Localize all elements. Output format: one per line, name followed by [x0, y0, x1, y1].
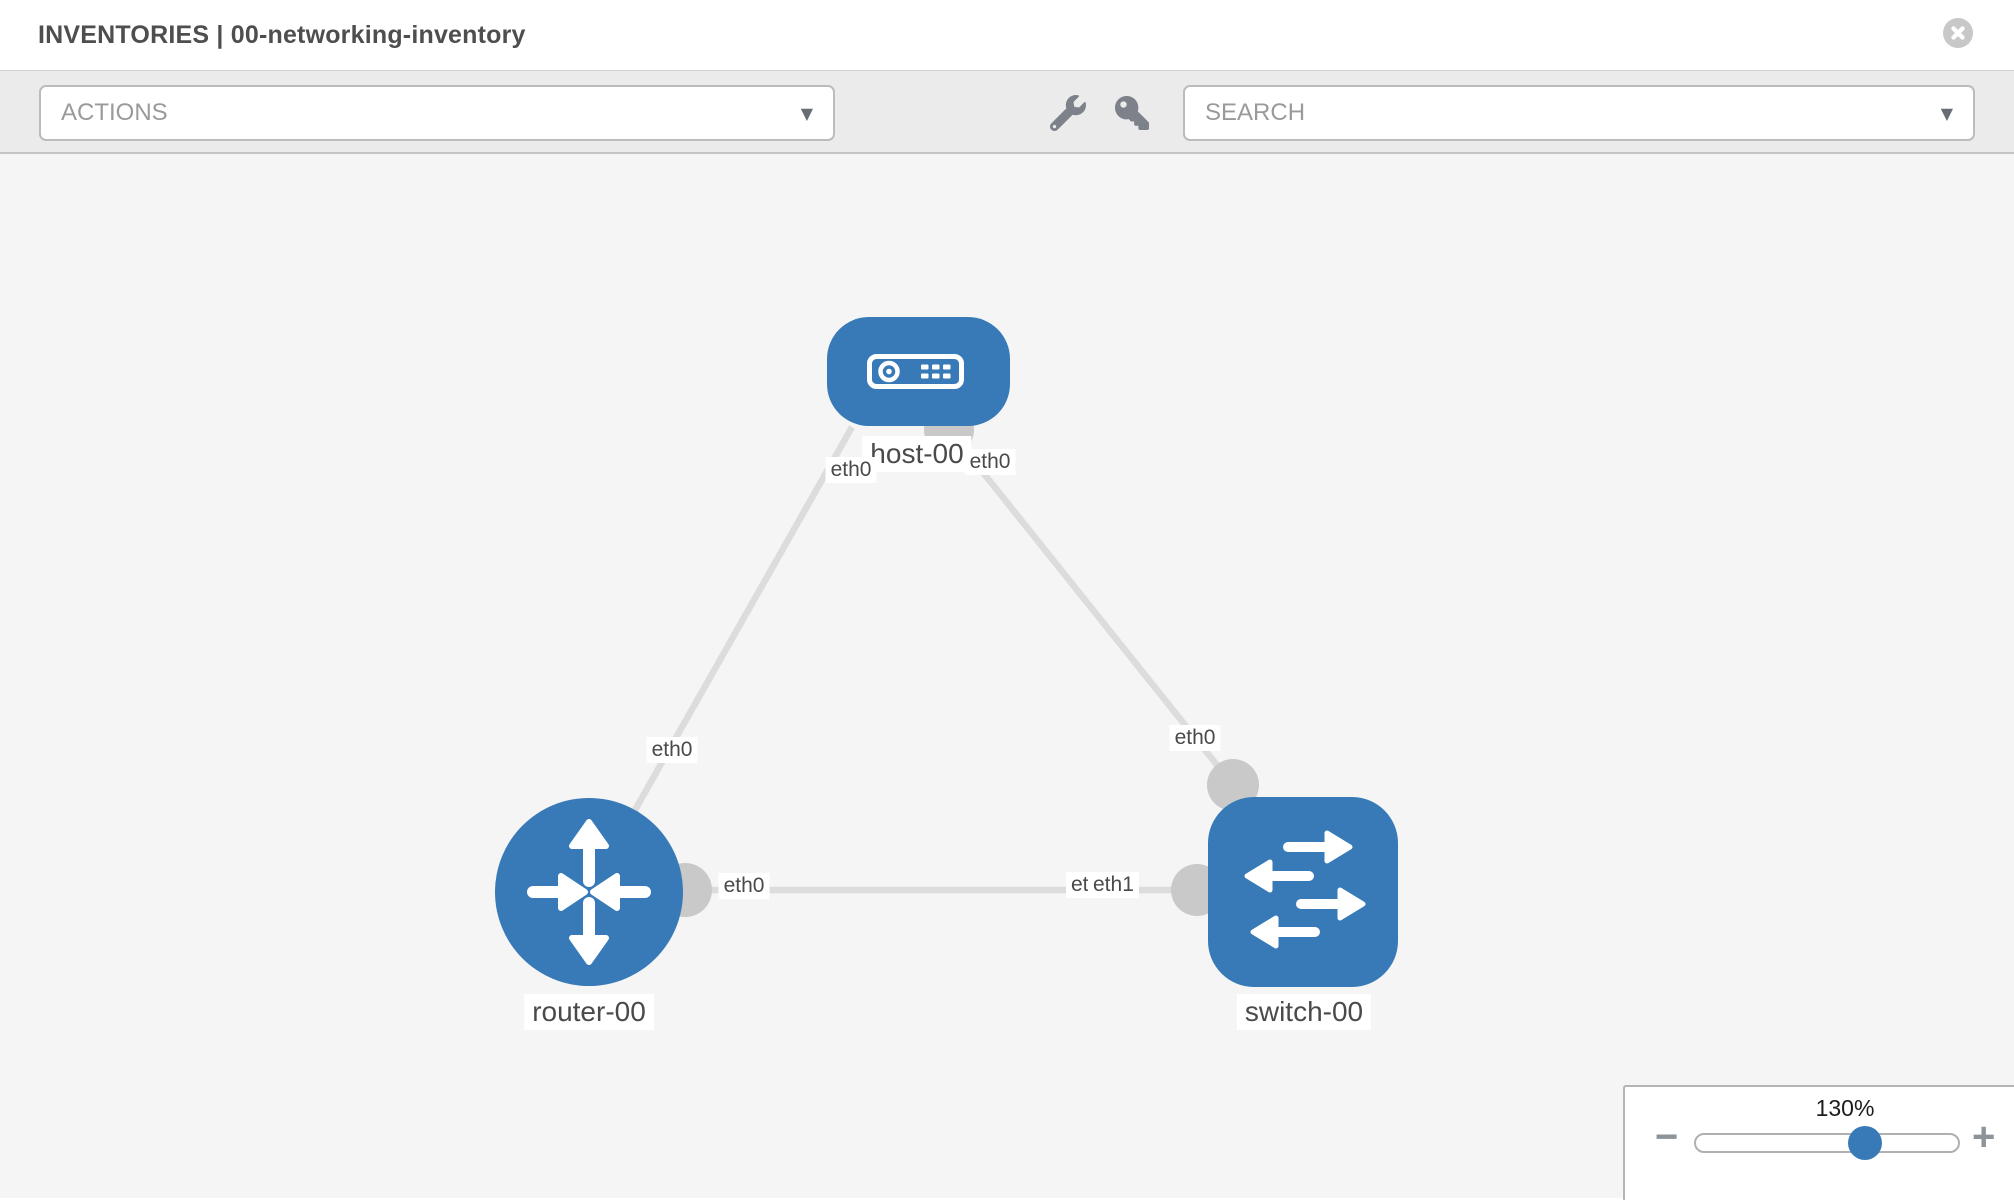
zoom-slider-thumb[interactable] — [1848, 1126, 1882, 1160]
configure-button[interactable] — [1046, 91, 1090, 135]
zoom-slider-track[interactable] — [1694, 1133, 1960, 1153]
close-button[interactable] — [1943, 18, 1973, 48]
page-title: INVENTORIES | 00-networking-inventory — [38, 0, 526, 70]
interface-label-switch-eth1: eth1 — [1088, 872, 1139, 898]
topology-canvas[interactable]: host-00 router-00 switch-00 eth0 eth0 et… — [0, 154, 2014, 1200]
zoom-out-button[interactable]: − — [1655, 1115, 1679, 1159]
legend-key-button[interactable] — [1110, 91, 1154, 135]
interface-label-switch-eth0-top: eth0 — [1169, 725, 1221, 751]
router-icon — [527, 819, 651, 965]
wrench-icon — [1050, 95, 1086, 131]
actions-dropdown[interactable]: ACTIONS ▼ — [39, 85, 835, 141]
key-icon — [1115, 96, 1149, 130]
node-router[interactable] — [495, 798, 683, 986]
zoom-in-button[interactable]: + — [1972, 1115, 1996, 1159]
close-x-icon — [1951, 26, 1965, 40]
node-host[interactable] — [827, 317, 1010, 426]
chevron-down-icon: ▼ — [1940, 103, 1953, 123]
search-dropdown[interactable]: SEARCH ▼ — [1183, 85, 1975, 141]
interface-label-router-eth0-right: eth0 — [718, 873, 770, 899]
node-label-switch: switch-00 — [1236, 994, 1372, 1030]
node-label-host: host-00 — [862, 436, 972, 472]
toolbar: ACTIONS ▼ SEARCH ▼ — [0, 71, 2014, 154]
interface-label-host-eth0-right: eth0 — [964, 449, 1016, 475]
node-label-router: router-00 — [524, 994, 654, 1030]
zoom-level-label: 130% — [1815, 1095, 1875, 1121]
switch-icon — [1244, 830, 1366, 949]
interface-label-host-eth0-left: eth0 — [825, 457, 877, 483]
breadcrumb-section: INVENTORIES — [38, 21, 210, 49]
host-icon — [867, 354, 964, 389]
chevron-down-icon: ▼ — [800, 103, 813, 123]
actions-dropdown-label: ACTIONS — [61, 99, 168, 126]
zoom-control-panel: 130% − + — [1623, 1085, 2014, 1200]
interface-label-router-eth0-uplink: eth0 — [646, 737, 698, 763]
breadcrumb-separator: | — [216, 21, 224, 49]
search-dropdown-label: SEARCH — [1205, 99, 1306, 126]
breadcrumb-item: 00-networking-inventory — [230, 21, 526, 49]
node-switch[interactable] — [1208, 797, 1398, 987]
page-header: INVENTORIES | 00-networking-inventory — [0, 0, 2014, 71]
